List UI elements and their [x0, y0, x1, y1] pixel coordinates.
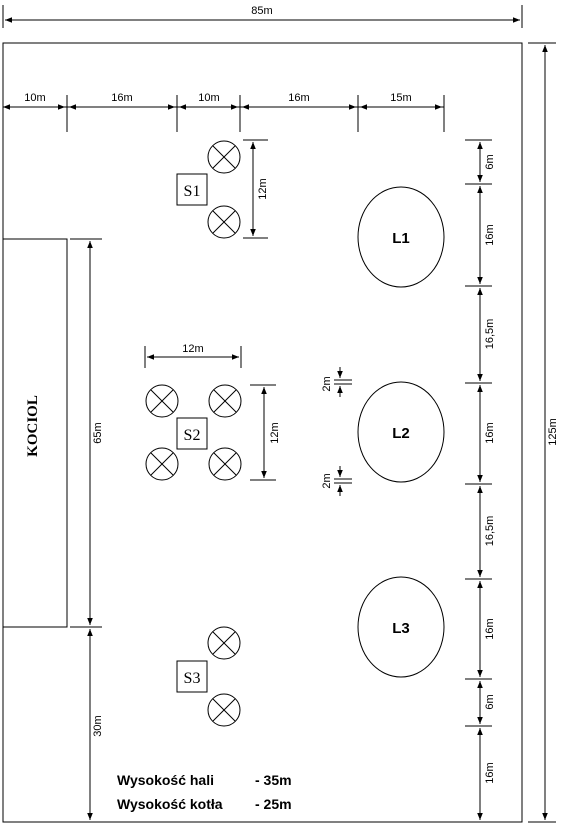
tank-outline — [357, 576, 445, 678]
tank-outline — [357, 381, 445, 483]
chain-label: 16,5m — [484, 516, 496, 547]
hall-width-label: 85m — [251, 5, 272, 17]
boiler: KOCIOL — [2, 238, 68, 628]
hall-length-label: 125m — [547, 418, 559, 446]
tank-outline — [357, 186, 445, 288]
chain-label: 16m — [484, 422, 496, 443]
boiler-gap-label: 30m — [92, 715, 104, 736]
tank-label: L3 — [392, 620, 410, 637]
boiler-label: KOCIOL — [25, 395, 41, 457]
boiler-length-dimension: 65m 30m — [70, 238, 104, 820]
chain-label: 16m — [484, 224, 496, 245]
chain-label: 16m — [484, 762, 496, 783]
s2-label: S2 — [184, 427, 201, 444]
s2-box — [176, 417, 208, 450]
lamp-icon — [207, 693, 241, 727]
segment-label: 10m — [198, 92, 219, 104]
s3-box — [176, 660, 208, 693]
hall-height-label: Wysokość hali — [117, 772, 214, 788]
tank-l3: L3 — [357, 576, 445, 678]
chain-label: 16,5m — [484, 319, 496, 350]
l2-gap-bottom-label: 2m — [321, 473, 333, 488]
s2-vertical-label: 12m — [269, 422, 281, 443]
station-s1: S1 12m — [176, 139, 269, 239]
segment-label: 16m — [288, 92, 309, 104]
height-notes: Wysokość hali - 35m Wysokość kotła - 25m — [117, 772, 292, 812]
lamp-icon — [207, 626, 241, 660]
s2-horizontal-label: 12m — [182, 343, 203, 355]
lamp-icon — [207, 205, 241, 239]
top-dimension-chain: 10m 16m 10m 16m 15m — [3, 92, 445, 132]
chain-label: 6m — [484, 154, 496, 169]
station-s3: S3 — [176, 626, 241, 727]
lamp-icon — [145, 384, 179, 418]
boiler-outline — [2, 238, 68, 628]
chain-label: 6m — [484, 694, 496, 709]
segment-label: 16m — [111, 92, 132, 104]
l2-gap-bottom-dimension: 2m — [321, 466, 352, 496]
hall-height-value: - 35m — [255, 772, 292, 788]
s3-label: S3 — [184, 670, 201, 687]
tank-label: L1 — [392, 230, 410, 247]
lamp-icon — [208, 447, 242, 481]
boiler-height-label: Wysokość kotła — [117, 796, 223, 812]
lamp-icon — [145, 447, 179, 481]
hall-length-dimension: 125m — [528, 42, 559, 823]
segment-label: 15m — [390, 92, 411, 104]
tank-l1: L1 — [357, 186, 445, 288]
boiler-length-label: 65m — [92, 422, 104, 443]
s1-box — [176, 173, 208, 206]
tank-label: L2 — [392, 425, 410, 442]
station-s2: 12m S2 12m — [144, 343, 281, 481]
hall-width-dimension: 85m — [2, 5, 523, 28]
lamp-icon — [207, 140, 241, 174]
l2-gap-top-label: 2m — [321, 376, 333, 391]
lamp-icon — [208, 384, 242, 418]
segment-label: 10m — [24, 92, 45, 104]
s1-label: S1 — [184, 183, 201, 200]
right-dimension-chain: 6m 16m 16,5m 16m 16,5m 16m 6m 16m — [465, 139, 496, 820]
tank-l2: L2 — [357, 381, 445, 483]
l2-gap-top-dimension: 2m — [321, 367, 352, 397]
chain-label: 16m — [484, 618, 496, 639]
boiler-height-value: - 25m — [255, 796, 292, 812]
s1-vertical-label: 12m — [257, 178, 269, 199]
